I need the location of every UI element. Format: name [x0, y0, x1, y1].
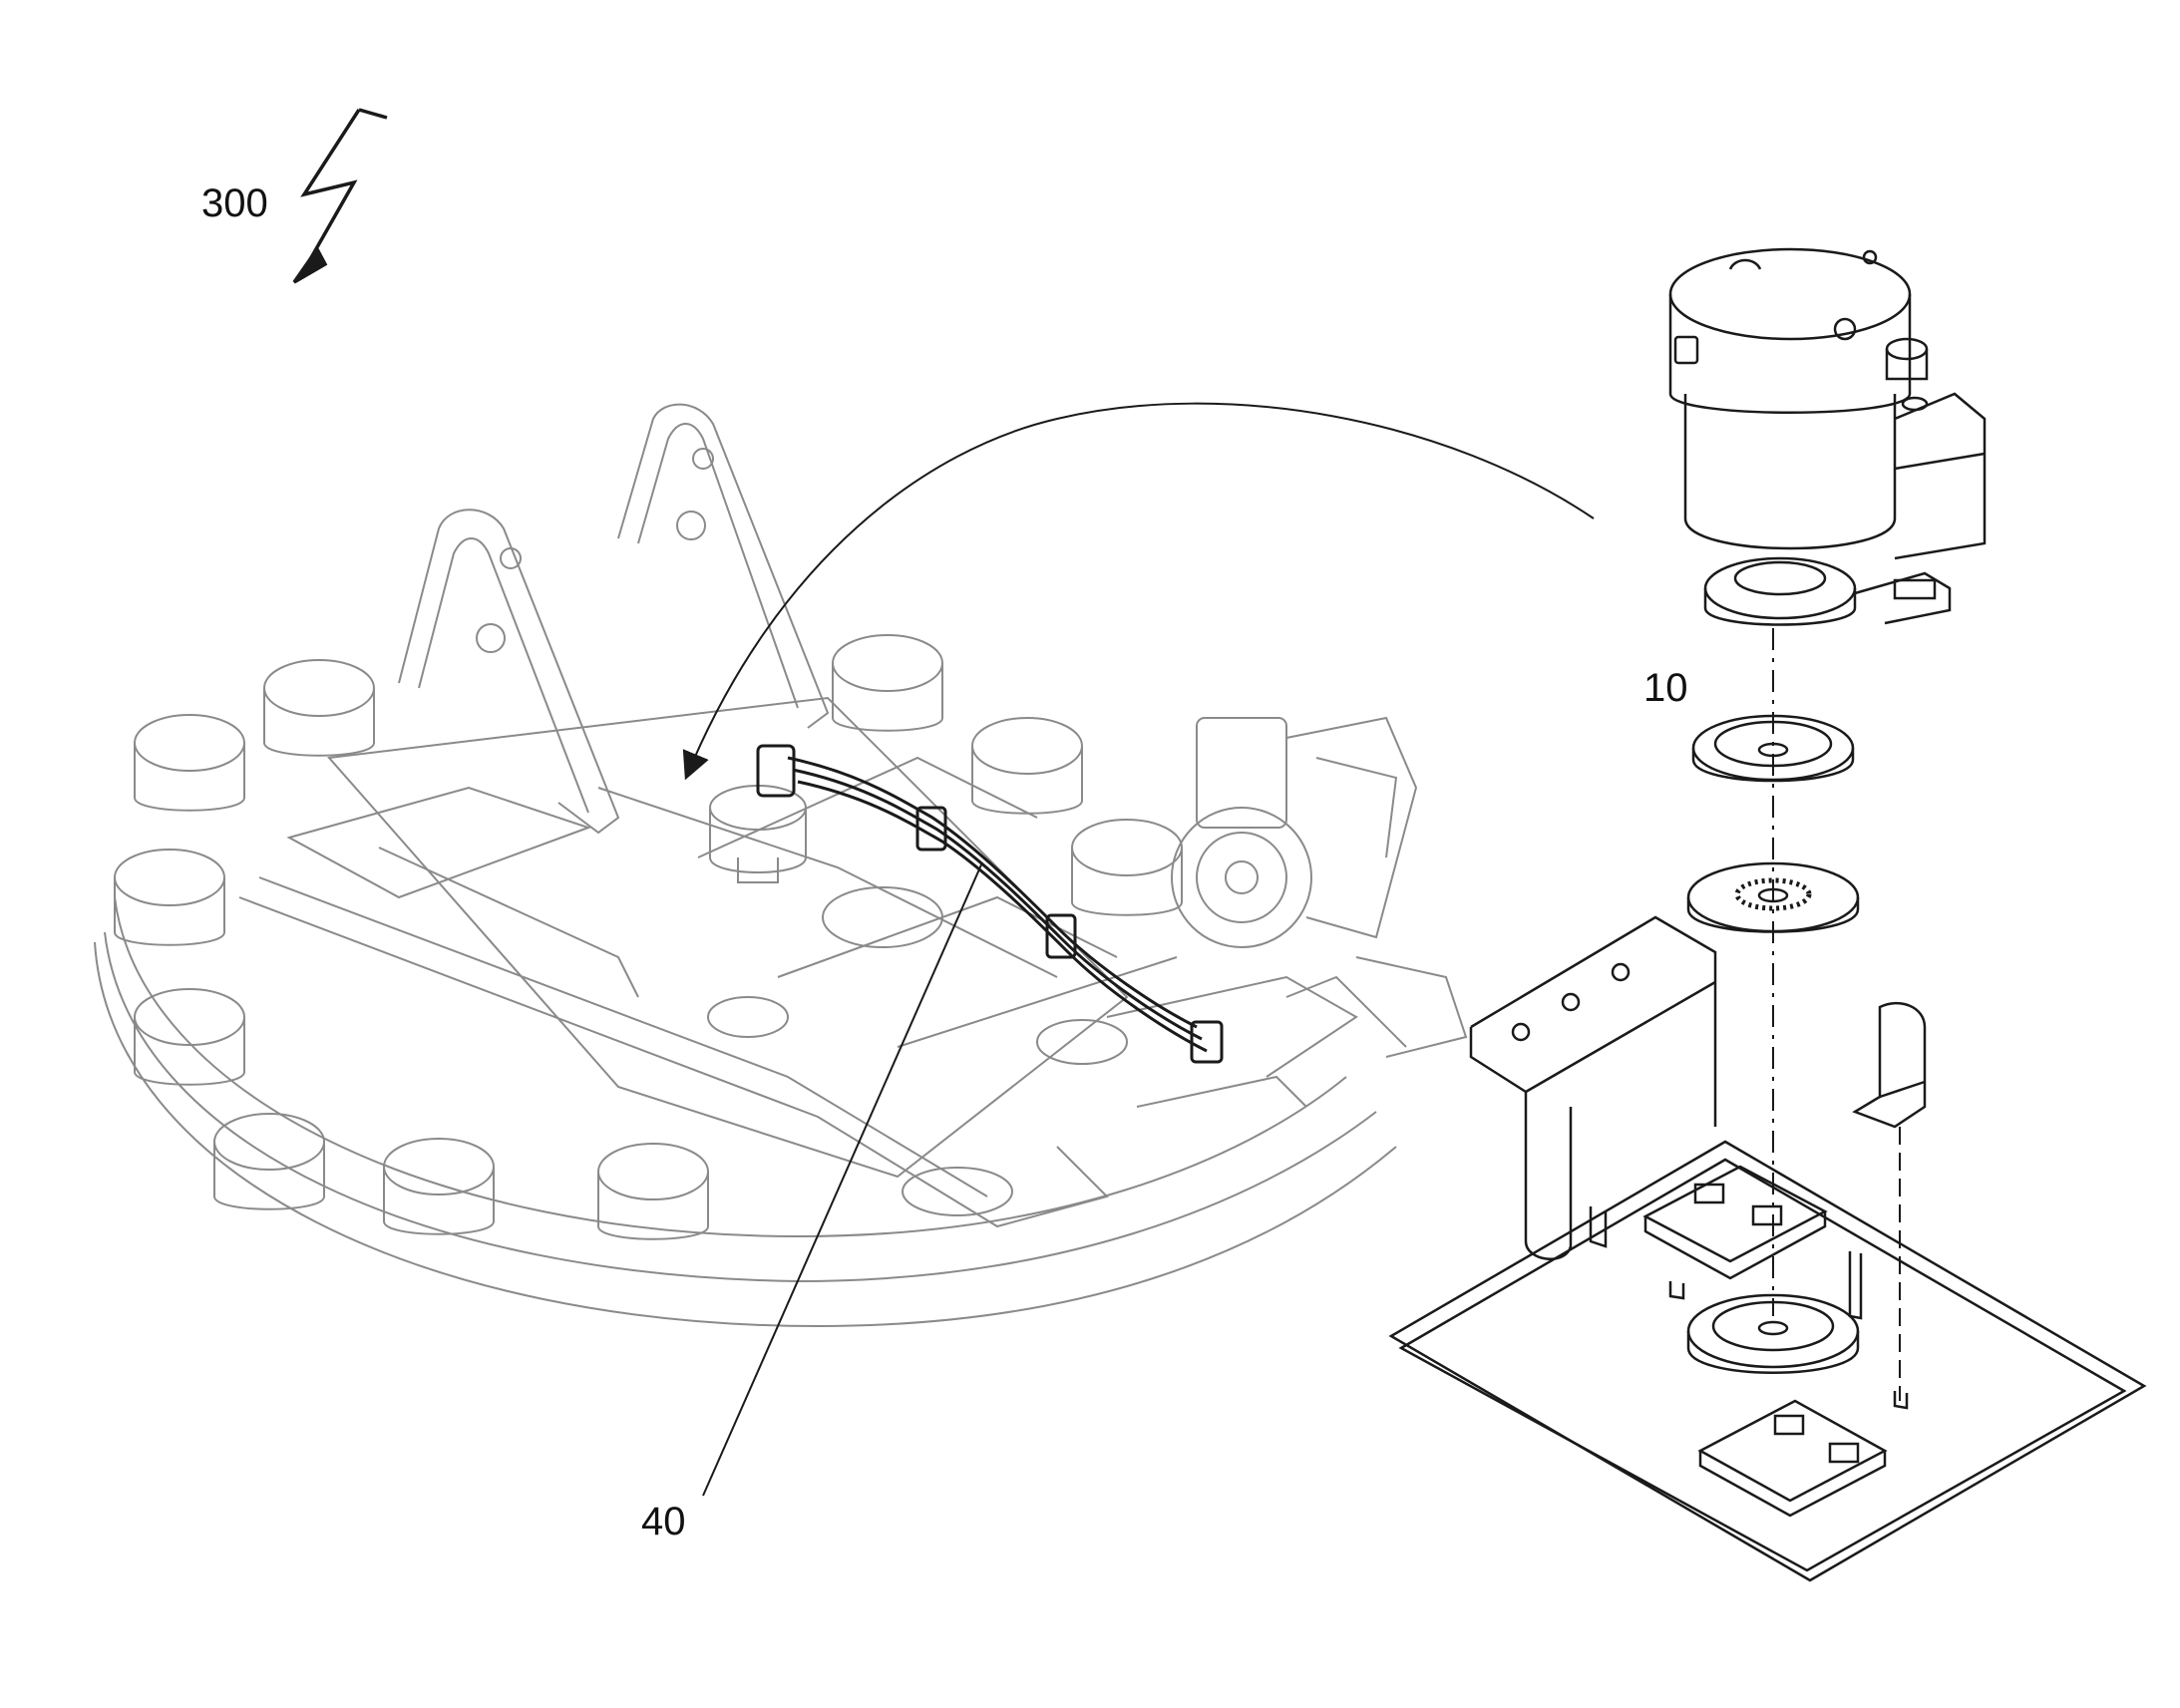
deck-plate: [286, 786, 592, 899]
boom-upright-right: [617, 403, 830, 729]
hose-harness: [756, 744, 1224, 1064]
base-ring-outer: [94, 941, 1397, 1328]
toothed-ring: [1686, 861, 1860, 933]
reference-numeral-10: 10: [1643, 666, 1688, 710]
seal-plate: [1691, 714, 1855, 783]
lightning-bolt-icon: [292, 108, 388, 284]
leader-line-40: [702, 861, 983, 1497]
base-ring-inner: [114, 896, 1347, 1238]
assembly-reference-arrow: [682, 402, 1595, 781]
counterweight-pods: [114, 634, 1183, 1240]
reference-numeral-300: 300: [201, 181, 268, 225]
reference-numeral-40: 40: [641, 1500, 686, 1543]
main-beam-lower: [238, 896, 1109, 1228]
base-plate: [1388, 915, 2147, 1582]
boom-upright-left: [398, 509, 620, 835]
main-beam-upper: [326, 696, 1129, 1179]
rotary-unit: [1668, 247, 1987, 626]
mounting-bracket: [1852, 1001, 1927, 1129]
chassis-assembly: [94, 403, 1468, 1328]
